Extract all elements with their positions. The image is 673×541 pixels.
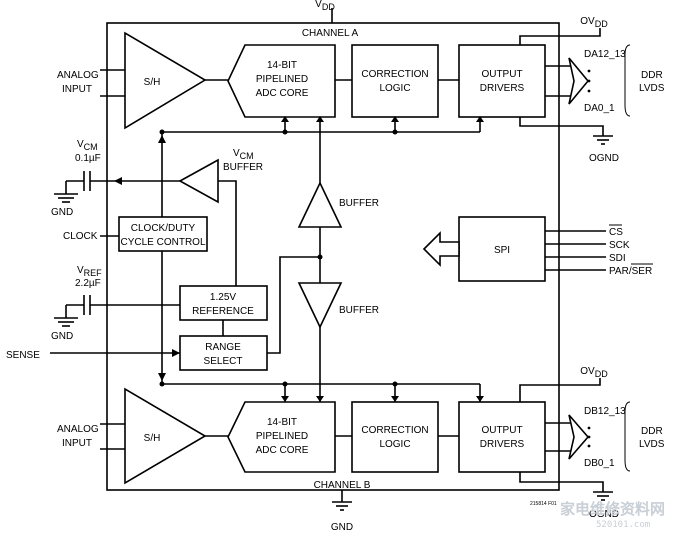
gnd-bottom-label: GND: [331, 522, 353, 533]
spi-block: [458, 216, 546, 282]
buffer-lower-label: BUFFER: [339, 305, 379, 316]
sh-a-label: S/H: [144, 77, 161, 88]
output-drivers-a: [458, 44, 546, 118]
ognd-a-symbol: [593, 135, 613, 145]
clock-label: CLOCK: [63, 231, 98, 242]
ovdd-a-label: OVDD: [580, 16, 608, 29]
buffer-lower: [297, 282, 343, 329]
clock-duty-l2: CYCLE CONTROL: [120, 237, 205, 248]
correction-logic-b: [351, 401, 439, 473]
vref-label: VREF: [77, 265, 102, 278]
vcm-buffer-label: VCM: [233, 148, 254, 161]
correction-a-l2: LOGIC: [379, 83, 410, 94]
ognd-a-label: OGND: [589, 153, 619, 164]
adc-core-a-l1: 14-BIT: [267, 60, 297, 71]
ognd-b-symbol: [593, 491, 613, 501]
range-select-l1: RANGE: [205, 342, 241, 353]
range-select-l2: SELECT: [204, 356, 243, 367]
channel-a-label: CHANNEL A: [302, 28, 359, 39]
spi-label: SPI: [494, 245, 510, 256]
analog-input-a-label-2: INPUT: [62, 84, 92, 95]
db-top-label: DB12_13: [584, 406, 626, 417]
correction-b-l1: CORRECTION: [361, 425, 428, 436]
spi-arrow-icon: [422, 231, 460, 267]
spi-pin-par-ser: PAR/SER: [609, 266, 652, 277]
reference-l1: 1.25V: [210, 292, 236, 303]
gnd-vcm-label: GND: [51, 207, 73, 218]
da-top-label: DA12_13: [584, 49, 626, 60]
spi-pin-cs: CS: [609, 227, 623, 238]
correction-logic-a: [351, 44, 439, 118]
vcm-cap-label: 0.1µF: [75, 153, 101, 164]
range-select: [179, 335, 268, 371]
ddr-output-arrow-a: [545, 57, 590, 105]
vcm-label: VCM: [77, 139, 98, 152]
channel-b-label: CHANNEL B: [314, 480, 371, 491]
adc-core-a-l2: PIPELINED: [256, 74, 308, 85]
output-b-l1: OUTPUT: [481, 425, 522, 436]
sense-label: SENSE: [6, 350, 40, 361]
reference-1-25v: [179, 285, 268, 321]
correction-a-l1: CORRECTION: [361, 69, 428, 80]
output-a-l1: OUTPUT: [481, 69, 522, 80]
ognd-b-label: OGND: [589, 509, 619, 520]
gnd-vcm-symbol: [54, 193, 78, 203]
sh-amplifier-b: [124, 387, 207, 485]
adc-core-b-l3: ADC CORE: [256, 445, 309, 456]
ovdd-b-label: OVDD: [580, 366, 608, 379]
buffer-upper-label: BUFFER: [339, 198, 379, 209]
clock-duty-l1: CLOCK/DUTY: [131, 223, 196, 234]
output-b-l2: DRIVERS: [480, 439, 525, 450]
analog-input-b-label: ANALOG: [57, 424, 99, 435]
adc-core-b-l2: PIPELINED: [256, 431, 308, 442]
output-a-l2: DRIVERS: [480, 83, 525, 94]
correction-b-l2: LOGIC: [379, 439, 410, 450]
reference-l2: REFERENCE: [192, 306, 254, 317]
gnd-bottom-symbol: [332, 501, 352, 511]
ddr-a-l2: LVDS: [639, 83, 665, 94]
watermark-url: 520101.com: [596, 520, 650, 530]
analog-input-b-label-2: INPUT: [62, 438, 92, 449]
sh-amplifier-a: [124, 31, 207, 130]
da-bottom-label: DA0_1: [584, 103, 615, 114]
vcm-buffer-word: BUFFER: [223, 162, 263, 173]
clock-duty-cycle-control: [118, 216, 208, 252]
gnd-vref-label: GND: [51, 331, 73, 342]
analog-input-a-label: ANALOG: [57, 70, 99, 81]
figure-code: 215814 F01: [530, 501, 557, 507]
vref-cap-label: 2.2µF: [75, 278, 101, 289]
spi-pin-sdi: SDI: [609, 253, 626, 264]
output-drivers-b: [458, 401, 546, 473]
vdd-label: VDD: [315, 0, 335, 12]
ddr-b-l2: LVDS: [639, 439, 665, 450]
adc-core-b-l1: 14-BIT: [267, 417, 297, 428]
watermark-cn: 家电维修资料网: [560, 500, 665, 518]
adc-core-a: [227, 44, 336, 118]
ddr-a-l1: DDR: [641, 70, 663, 81]
adc-core-a-l3: ADC CORE: [256, 88, 309, 99]
ddr-output-arrow-b: [545, 414, 590, 460]
spi-pin-sck: SCK: [609, 240, 630, 251]
sh-b-label: S/H: [144, 433, 161, 444]
ddr-b-l1: DDR: [641, 426, 663, 437]
db-bottom-label: DB0_1: [584, 458, 615, 469]
gnd-vref-symbol: [54, 317, 78, 327]
